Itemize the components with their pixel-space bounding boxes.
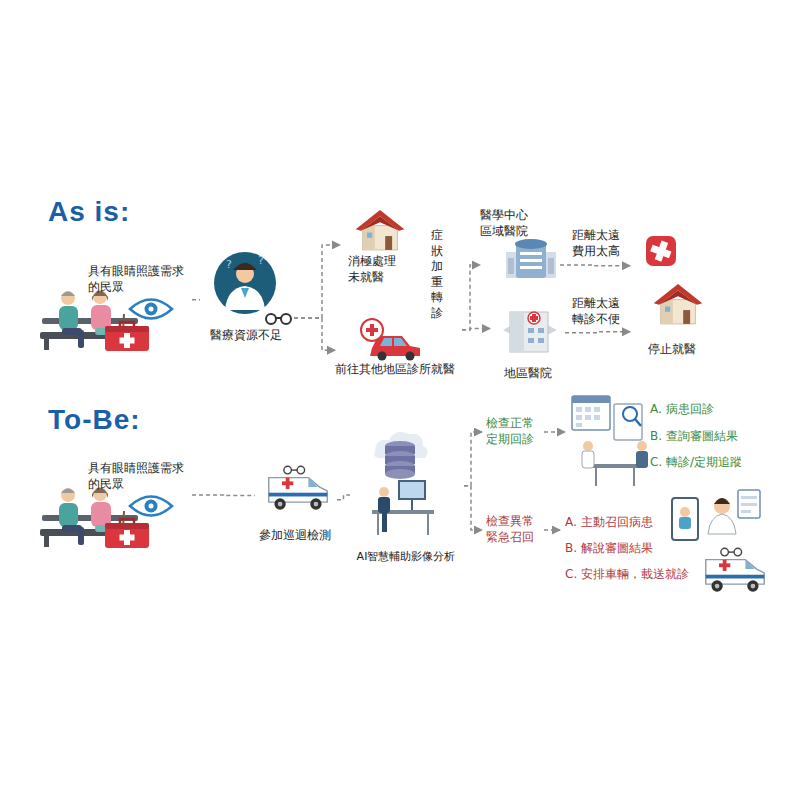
node-label: 前往其他地區診所就醫 <box>335 362 460 378</box>
dashed-connector <box>544 431 565 433</box>
icon-node: 消極處理 未就醫 <box>340 208 415 290</box>
icon-node: A. 病患回診 B. 查詢審圖結果 C. 轉診/定期追蹤 <box>565 392 765 492</box>
icon-node: AI智慧輔助影像分析 <box>350 435 464 567</box>
node-label: 參加巡迴檢測 <box>255 528 335 544</box>
icon-node: 參加巡迴檢測 <box>255 462 337 546</box>
dashed-connector <box>294 318 335 350</box>
text-slot: C. 轉診/定期追蹤 <box>650 455 762 471</box>
icon-node: 前往其他地區診所就醫 <box>335 322 462 382</box>
edge-label: 症狀加重轉診 <box>431 228 443 322</box>
text-slot: B. 查詢審圖結果 <box>650 429 762 445</box>
edge-label: 距離太遠 轉診不便 <box>572 296 628 327</box>
node-label: 地區醫院 <box>496 366 560 382</box>
icon-node: 檢查異常 緊急召回 <box>482 510 544 550</box>
text-slot: B. 解說審圖結果 <box>565 541 700 557</box>
node-label: 檢查正常 定期回診 <box>486 416 540 447</box>
section-heading: As is: <box>48 196 130 228</box>
node-label: B. 查詢審圖結果 <box>650 429 762 445</box>
text-slot: 具有眼睛照護需求 的民眾 <box>88 264 190 295</box>
node-label: C. 安排車輛，載送就診 <box>565 567 700 583</box>
text-slot: 醫學中心 區域醫院 <box>480 208 534 239</box>
icon-node: 停止就醫 <box>630 232 715 360</box>
dashed-connector <box>337 495 350 500</box>
dashed-connector <box>462 265 480 330</box>
dashed-connector <box>560 264 630 266</box>
text-slot: 消極處理 未就醫 <box>348 254 402 285</box>
node-label: 醫療資源不足 <box>200 328 292 344</box>
text-slot: 停止就醫 <box>642 342 702 358</box>
node-label: A. 主動召回病患 <box>565 515 700 531</box>
icon-node: 檢查正常 定期回診 <box>482 412 544 452</box>
node-label: AI智慧輔助影像分析 <box>350 550 462 564</box>
node-label: 消極處理 未就醫 <box>348 254 402 285</box>
node-label: 檢查異常 緊急召回 <box>486 514 540 545</box>
text-slot: 具有眼睛照護需求 的民眾 <box>88 461 190 492</box>
text-slot: 檢查正常 定期回診 <box>486 416 540 447</box>
dashed-connector <box>192 494 255 496</box>
node-label: 具有眼睛照護需求 的民眾 <box>88 264 190 295</box>
text-slot: 醫療資源不足 <box>200 328 292 344</box>
text-slot: 參加巡迴檢測 <box>255 528 335 544</box>
dashed-connector <box>462 329 490 330</box>
node-label: 醫學中心 區域醫院 <box>480 208 534 239</box>
text-slot: A. 病患回診 <box>650 402 762 418</box>
text-slot: 前往其他地區診所就醫 <box>335 362 460 378</box>
text-slot: C. 安排車輛，載送就診 <box>565 567 700 583</box>
dashed-connector <box>565 331 630 333</box>
edge-label: 距離太遠 費用太高 <box>572 228 628 259</box>
text-slot: 地區醫院 <box>496 366 560 382</box>
svg-text:?: ? <box>258 254 264 267</box>
dashed-connector <box>544 529 560 531</box>
icon-node: 醫學中心 區域醫院 <box>480 208 560 283</box>
dashed-connector <box>464 432 482 486</box>
text-slot: AI智慧輔助影像分析 <box>350 550 462 564</box>
node-label: 停止就醫 <box>642 342 702 358</box>
node-label: 具有眼睛照護需求 的民眾 <box>88 461 190 492</box>
text-slot: A. 主動召回病患 <box>565 515 700 531</box>
dashed-connector <box>464 486 482 530</box>
text-slot: 檢查異常 緊急召回 <box>486 514 540 545</box>
dashed-connector <box>294 245 340 318</box>
node-label: A. 病患回診 <box>650 402 762 418</box>
svg-text:?: ? <box>226 258 232 271</box>
icon-node: 具有眼睛照護需求 的民眾 <box>40 258 192 353</box>
icon-node: 地區醫院 <box>490 300 565 384</box>
dashed-connector <box>192 299 200 301</box>
icon-node: A. 主動召回病患 B. 解說審圖結果 C. 安排車輛，載送就診 <box>560 505 775 605</box>
node-label: B. 解說審圖結果 <box>565 541 700 557</box>
section-heading: To-Be: <box>48 404 141 436</box>
icon-node: 具有眼睛照護需求 的民眾 <box>40 455 192 550</box>
icon-node: 醫療資源不足 <box>200 248 294 348</box>
node-label: C. 轉診/定期追蹤 <box>650 455 762 471</box>
